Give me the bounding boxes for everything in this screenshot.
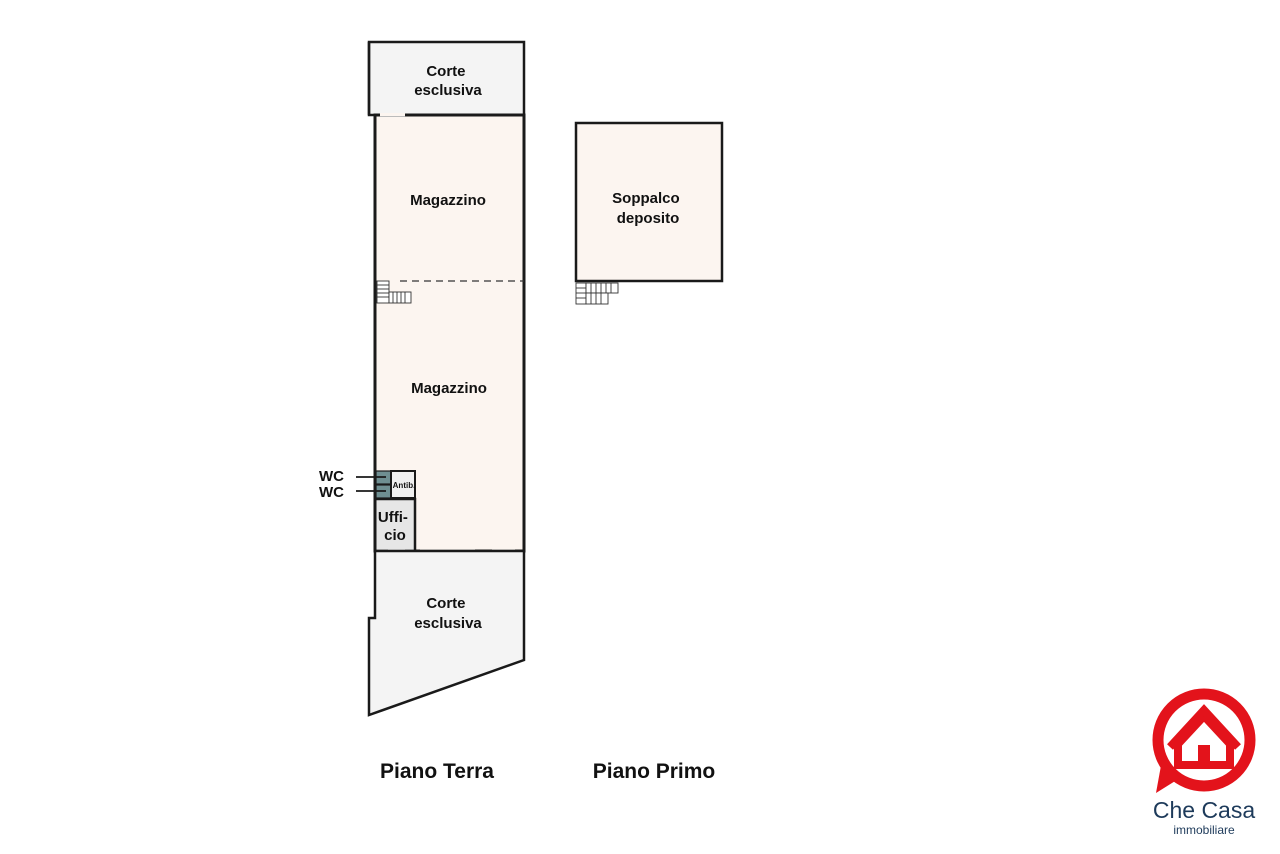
soppalco-label-line2: deposito (617, 210, 680, 227)
wc-2-label: WC (319, 484, 344, 501)
corte-bottom-room: Corte esclusiva (367, 549, 526, 717)
corte-top-label-line2: esclusiva (414, 82, 482, 99)
ufficio-room: Uffi- cio (373, 497, 417, 553)
magazzino-upper-label: Magazzino (410, 192, 486, 209)
antibagno-label: Antib. (393, 481, 416, 490)
bathroom-cluster: Antib. (375, 470, 416, 499)
ground-floor-plan: Corte esclusiva (319, 40, 526, 783)
ufficio-area (373, 497, 417, 553)
corte-top-room: Corte esclusiva (367, 40, 526, 117)
house-in-speech-bubble-icon (1152, 688, 1256, 793)
corte-top-label-line1: Corte (426, 63, 465, 80)
corte-bottom-label-line1: Corte (426, 595, 465, 612)
first-floor-title: Piano Primo (593, 760, 716, 783)
ufficio-label-line2: cio (384, 527, 406, 544)
wc-labels: WC WC (319, 468, 386, 501)
stairs-icon (376, 280, 412, 304)
ufficio-label-line1: Uffi- (378, 509, 408, 526)
stairs-icon (575, 282, 619, 305)
soppalco-area (574, 121, 724, 283)
svg-text:Corte esclusiva: Corte esclusiva (414, 595, 482, 632)
magazzino-lower-label: Magazzino (411, 380, 487, 397)
wc-1-label: WC (319, 468, 344, 485)
ground-floor-title: Piano Terra (380, 760, 494, 783)
svg-text:Corte esclusiva: Corte esclusiva (414, 63, 482, 99)
corte-bottom-label-line2: esclusiva (414, 615, 482, 632)
soppalco-label-line1: Soppalco (612, 190, 680, 207)
svg-text:Uffi- cio: Uffi- cio (378, 509, 412, 544)
first-floor-plan: Soppalco deposito Piano Primo (574, 121, 724, 783)
corte-bottom-area (367, 549, 526, 717)
brand-tagline: immobiliare (1173, 823, 1235, 837)
svg-text:Soppalco deposito: Soppalco deposito (612, 190, 684, 227)
brand-logo: Che Casa immobiliare (1152, 688, 1256, 837)
brand-name: Che Casa (1153, 797, 1255, 823)
